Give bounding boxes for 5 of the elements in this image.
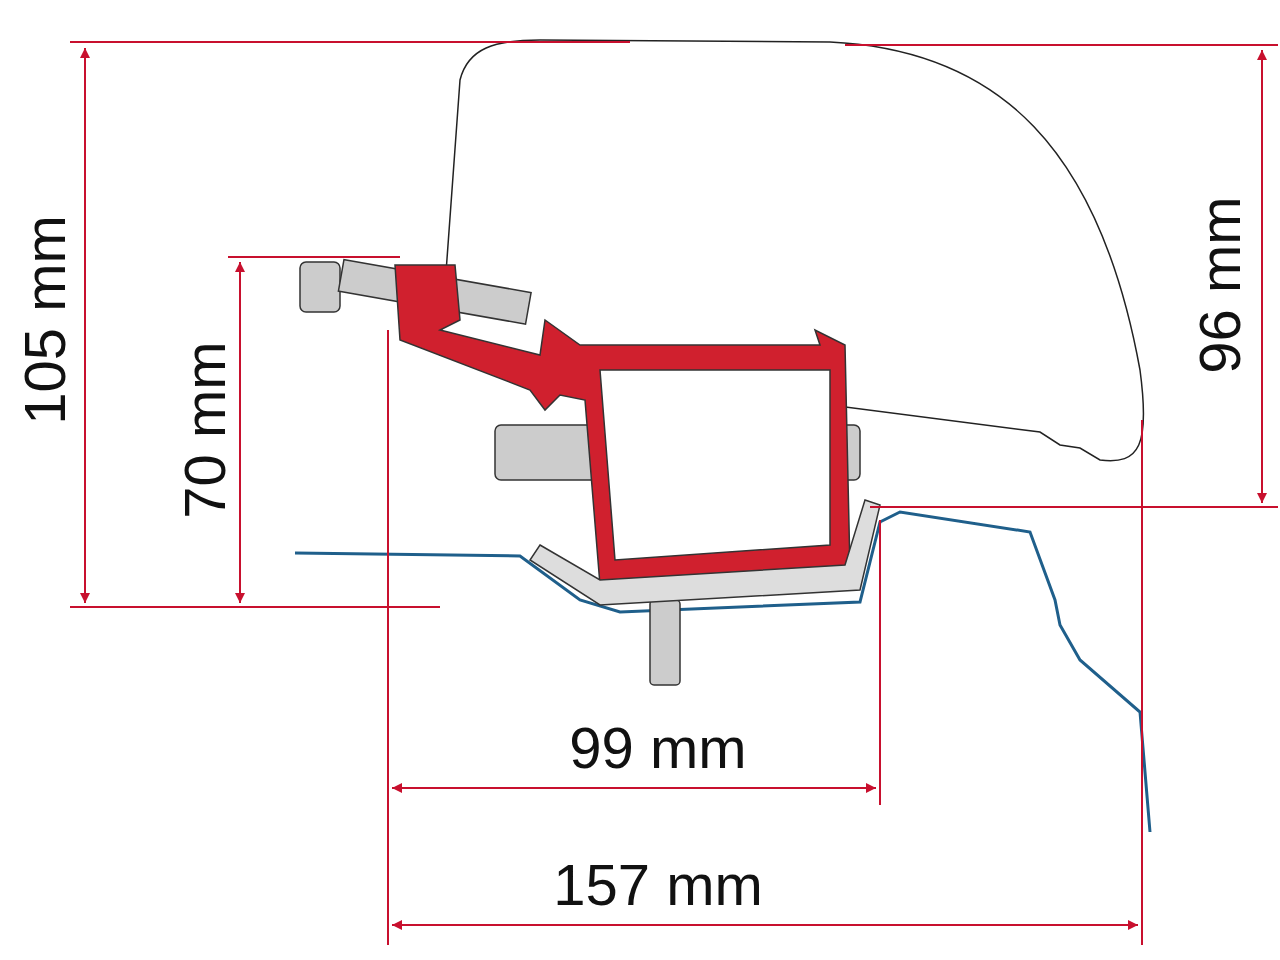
dimension-label: 157 mm [553,856,763,914]
dimension-label: 105 mm [16,215,74,425]
dimension-label: 99 mm [569,719,747,777]
dimension-label: 96 mm [1191,196,1249,374]
dimension-label: 70 mm [176,341,234,519]
